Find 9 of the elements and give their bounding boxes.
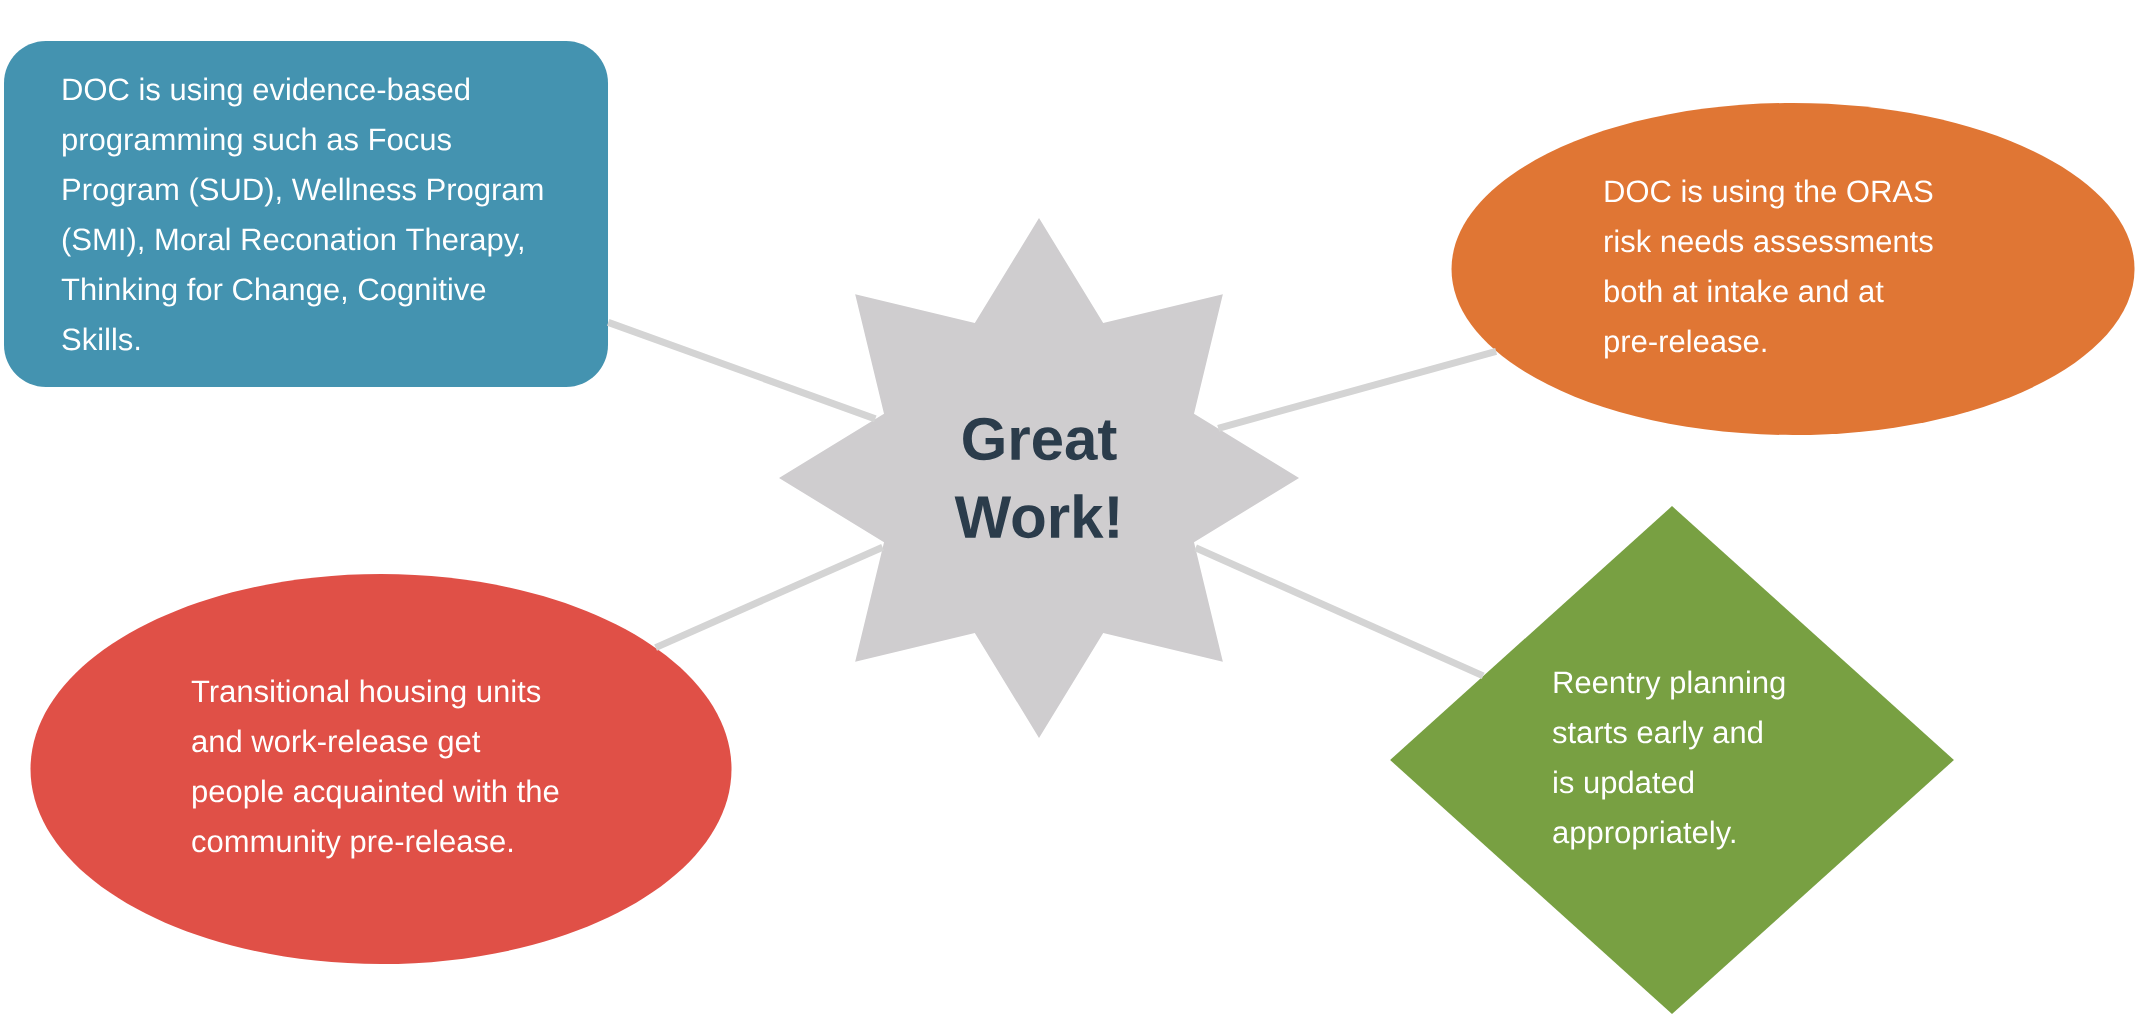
connector-line bbox=[654, 544, 885, 651]
diamond-node: Reentry planning starts early and is updated appropriately. bbox=[1390, 506, 1954, 1014]
connector-line bbox=[607, 319, 877, 423]
ellipse-node: DOC is using the ORAS risk needs assessments both at intake and at pre-release. bbox=[1451, 103, 2135, 435]
rounded-box: DOC is using evidence-based programming such as Focus Program (SUD), Wellness Program (SMI), Moral Reconation Therapy, Thinking for Change, Cognitive Skills. bbox=[4, 41, 608, 387]
star-node: Great Work! bbox=[779, 218, 1299, 738]
connector-line bbox=[1194, 544, 1485, 680]
connector-line bbox=[1217, 347, 1498, 432]
ellipse-node: Transitional housing units and work-release get people acquainted with the community pre-release. bbox=[30, 574, 732, 964]
